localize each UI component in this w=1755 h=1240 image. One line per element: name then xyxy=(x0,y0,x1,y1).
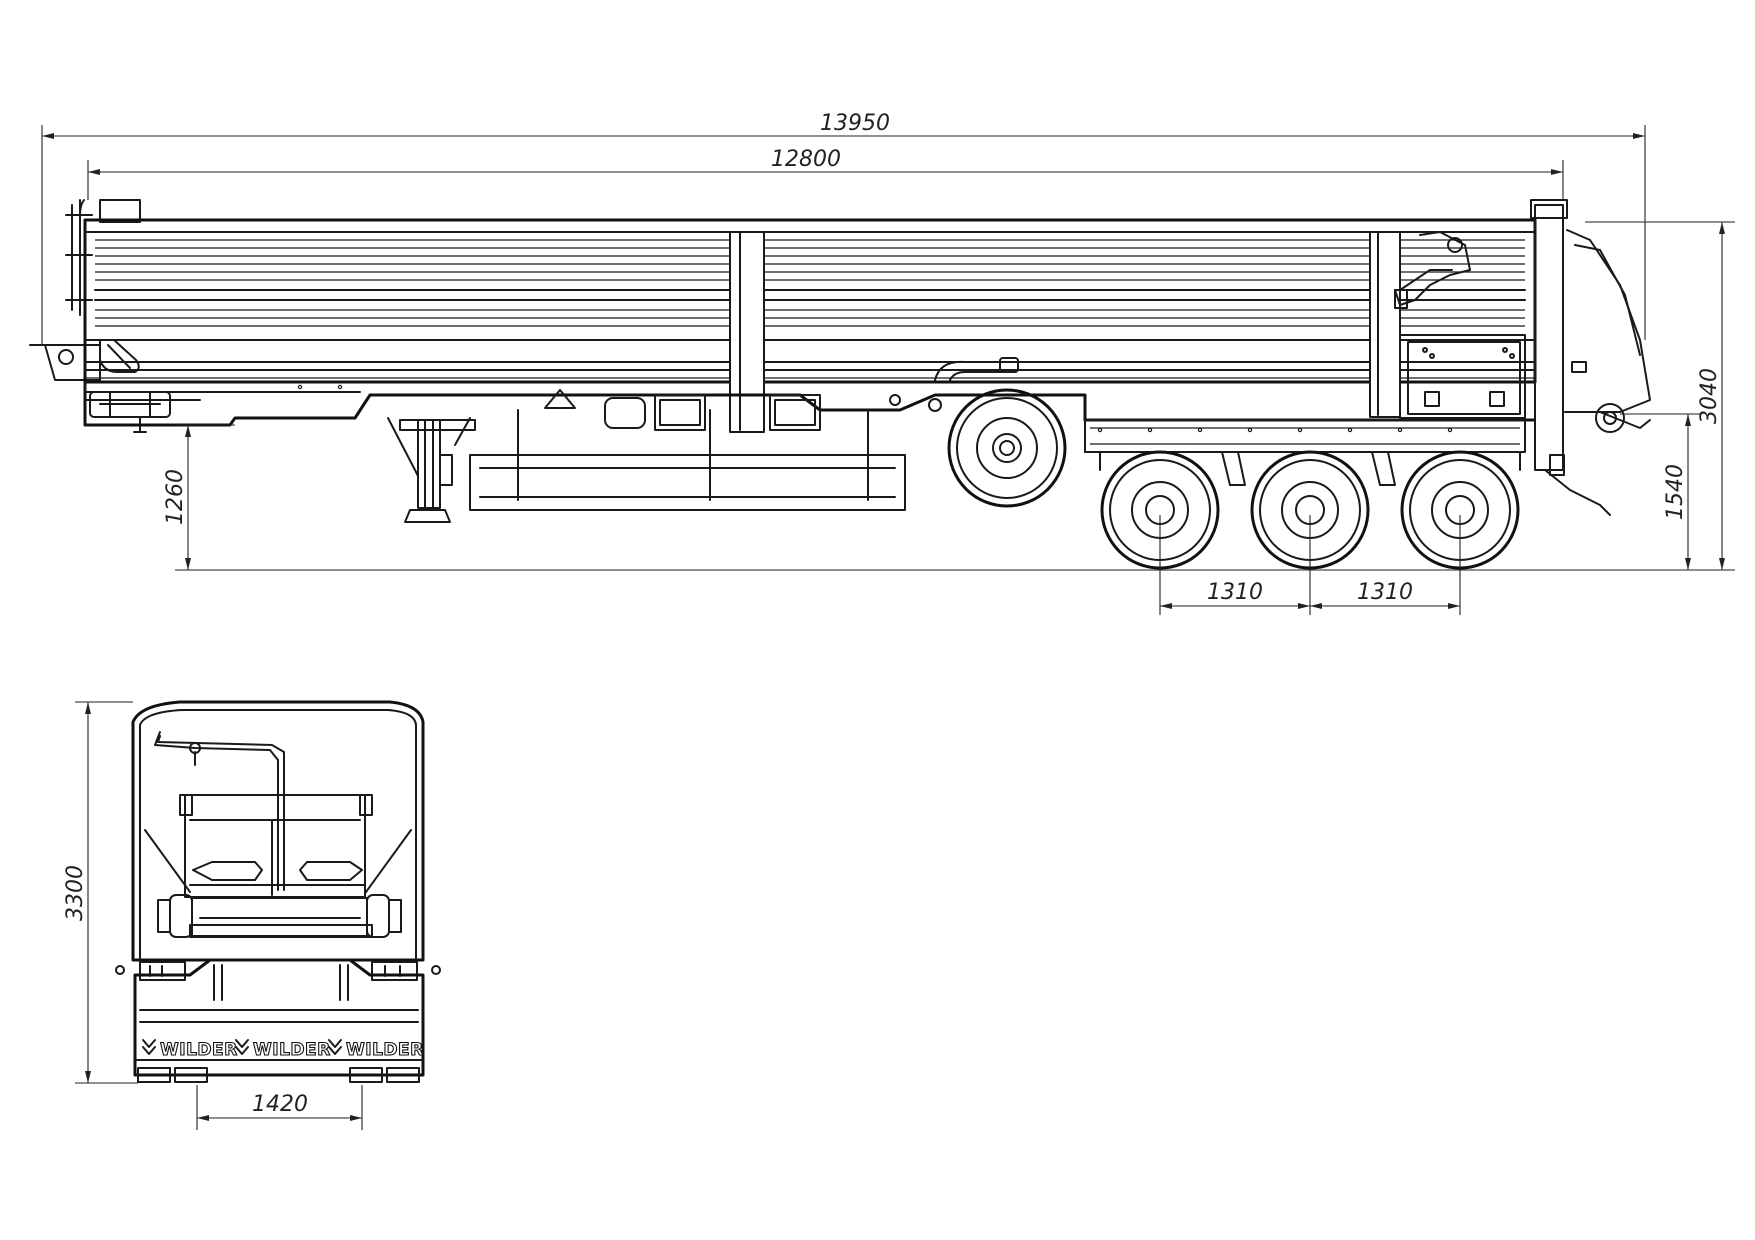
brand-logo-2: WILDER xyxy=(235,1039,331,1061)
side-dimensions: 13950 12800 3040 1540 1260 1310 1310 xyxy=(41,111,1735,615)
side-view xyxy=(29,199,1651,570)
suspension-hangers xyxy=(1084,451,1521,486)
rear-dimensions: 3300 1420 xyxy=(63,701,363,1130)
brand-logo-3: WILDER xyxy=(328,1039,424,1061)
body-length-label: 12800 xyxy=(771,147,841,172)
track-width-label: 1420 xyxy=(252,1092,308,1117)
brand-logos: WILDER WILDER WILDER xyxy=(142,1039,424,1061)
brand-text-1: WILDER xyxy=(160,1040,238,1060)
brand-text-3: WILDER xyxy=(346,1040,424,1060)
coupling-height-label: 1540 xyxy=(1663,464,1688,520)
overall-length-label: 13950 xyxy=(820,111,890,136)
axle-spacing-2-label: 1310 xyxy=(1357,580,1413,605)
chassis-frame xyxy=(83,357,1651,523)
dump-body xyxy=(83,199,1651,471)
spare-wheel xyxy=(947,388,1067,508)
rear-height-label: 3300 xyxy=(63,865,88,921)
rear-view xyxy=(115,700,441,1083)
total-height-label: 3040 xyxy=(1697,368,1722,424)
frame-bolts xyxy=(297,384,1453,433)
brand-logo-1: WILDER xyxy=(142,1039,238,1061)
brand-text-2: WILDER xyxy=(253,1040,331,1060)
rear-ladder xyxy=(29,199,171,433)
front-height-label: 1260 xyxy=(163,469,188,525)
axle-spacing-1-label: 1310 xyxy=(1207,580,1263,605)
